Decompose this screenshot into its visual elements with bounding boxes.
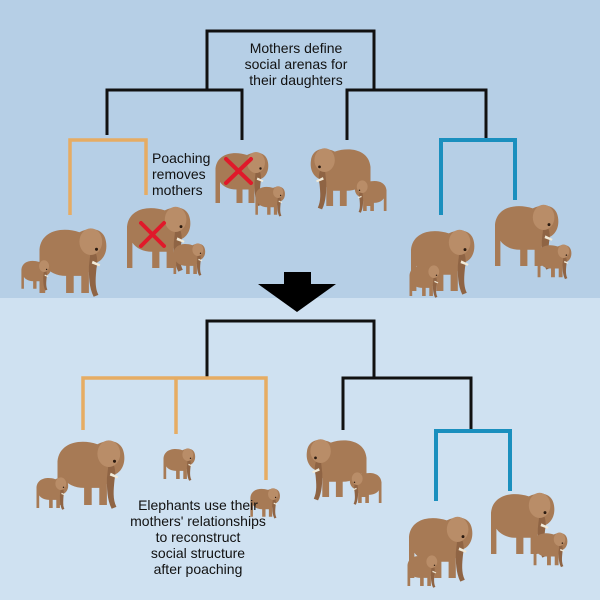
- top-left-bracket: [105, 88, 244, 140]
- elephant-icon: [255, 186, 285, 217]
- caption-line: social structure: [150, 545, 246, 561]
- elephant-icon: [354, 180, 387, 213]
- bottom-right-bracket: [341, 376, 473, 430]
- top-root-bracket: [205, 29, 376, 90]
- down-arrow-icon: [258, 272, 336, 312]
- top-blue-bracket: [439, 138, 517, 215]
- caption-line: Elephants use their: [138, 497, 258, 513]
- caption-line: their daughters: [249, 72, 343, 88]
- caption-line: removes: [152, 166, 206, 182]
- caption-line: to reconstruct: [155, 529, 241, 545]
- top-right-bracket: [345, 88, 488, 140]
- top-caption: Mothers define social arenas for their d…: [236, 40, 356, 88]
- elephant-icon: [163, 448, 196, 481]
- elephant-icon: [21, 260, 51, 291]
- elephant-icon: [349, 472, 382, 505]
- elephant-icon: [533, 532, 568, 568]
- elephant-icon: [537, 244, 572, 280]
- bottom-blue-bracket: [434, 429, 512, 501]
- elephant-icon: [39, 228, 107, 297]
- poaching-caption: Poaching removes mothers: [152, 150, 222, 198]
- top-orange-bracket: [68, 138, 148, 215]
- bottom-root-bracket: [205, 319, 376, 378]
- elephant-icon: [409, 265, 442, 298]
- caption-line: social arenas for: [244, 56, 348, 72]
- cross-mark-icon: [139, 221, 166, 248]
- caption-line: mothers: [152, 182, 203, 198]
- caption-line: mothers' relationships: [130, 513, 266, 529]
- elephant-icon: [407, 555, 440, 588]
- top-tree: [68, 29, 517, 215]
- caption-line: Poaching: [152, 150, 211, 166]
- bottom-caption: Elephants use their mothers' relationshi…: [98, 497, 298, 577]
- cross-mark-icon: [224, 157, 253, 185]
- bottom-orange-bracket: [81, 376, 268, 480]
- caption-line: Mothers define: [249, 40, 343, 56]
- elephant-icon: [36, 477, 69, 510]
- caption-line: after poaching: [153, 561, 243, 577]
- bottom-tree: [81, 319, 512, 501]
